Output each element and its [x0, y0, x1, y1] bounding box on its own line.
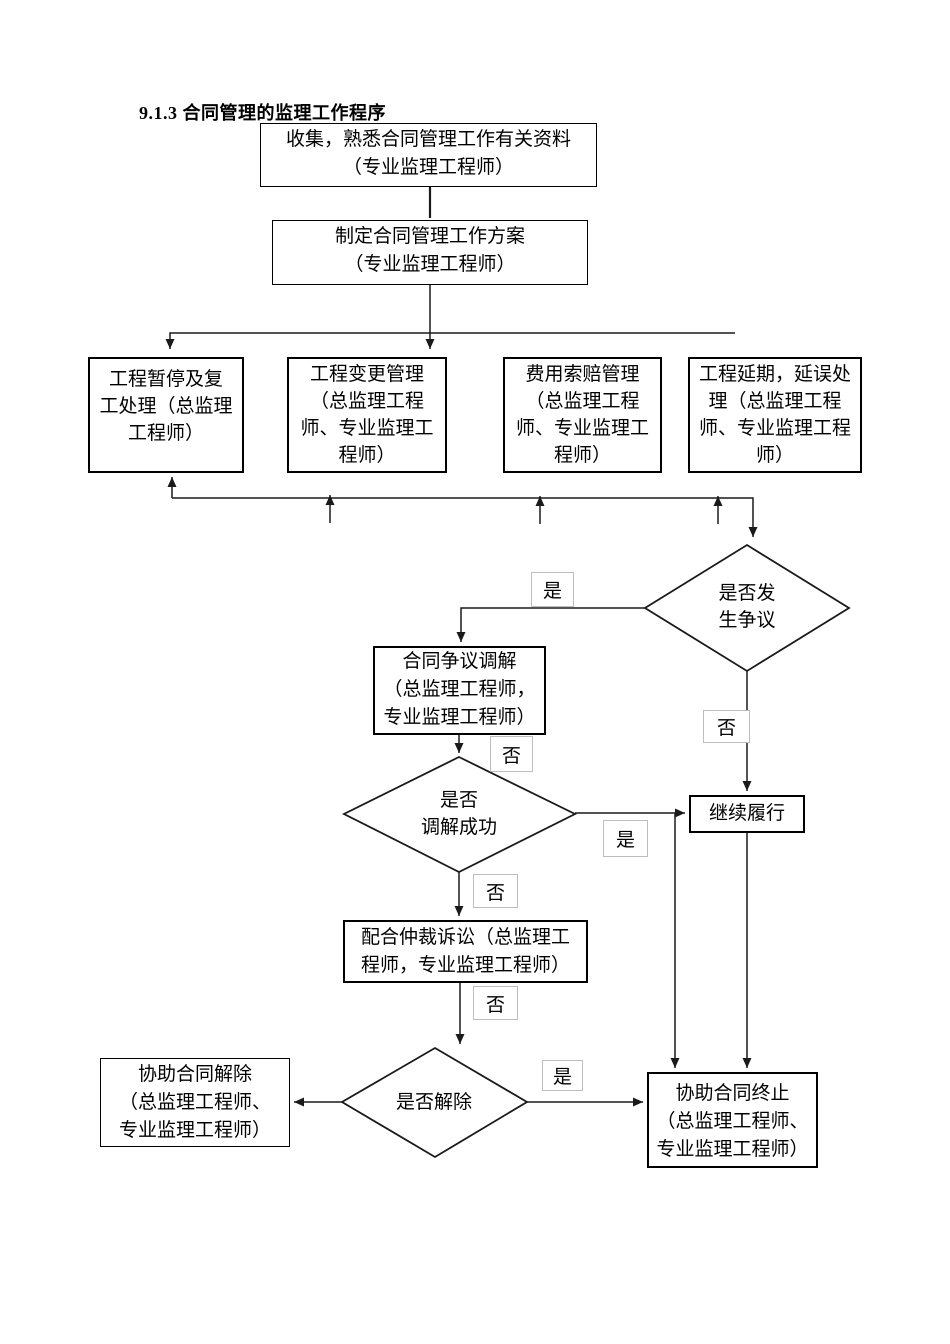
branch-dispute-yes	[456, 607, 645, 642]
page-title: 9.1.3 合同管理的监理工作程序	[139, 103, 386, 123]
process-box-delay-mgmt: 工程延期，延误处 理（总监理工程 师、专业监理工程 师）	[688, 357, 862, 473]
decision-mediation-text: 是否 调解成功	[420, 790, 497, 838]
branch-label-dispute-yes: 是	[531, 572, 574, 607]
process-box-continue: 继续履行	[689, 795, 805, 833]
process-box-suspend-resume: 工程暂停及复 工处理（总监理 工程师）	[88, 357, 244, 473]
branch-label-mediation-fail-no: 否	[473, 874, 518, 908]
branch-label-mediation-yes: 是	[603, 820, 648, 857]
process-box-change-mgmt: 工程变更管理 （总监理工程 师、专业监理工 程师）	[287, 357, 447, 473]
process-box-mediation: 合同争议调解 （总监理工程师， 专业监理工程师）	[373, 646, 546, 735]
branch-label-arbitration-no: 否	[473, 986, 518, 1020]
process-box-assist-terminate: 协助合同终止 （总监理工程师、 专业监理工程师）	[647, 1072, 818, 1168]
return-line	[172, 497, 758, 537]
process-box-assist-rescind: 协助合同解除 （总监理工程师、 专业监理工程师）	[100, 1058, 290, 1147]
decision-rescind-text: 是否解除	[395, 1092, 472, 1113]
decision-dispute-text: 是否发 生争议	[718, 583, 776, 631]
decision-rescind-diamond	[340, 1046, 529, 1159]
process-box-plan: 制定合同管理工作方案 （专业监理工程师）	[272, 220, 588, 285]
branch-label-mediation-in-no: 否	[490, 736, 533, 772]
process-box-claim-mgmt: 费用索赔管理 （总监理工程 师、专业监理工 程师）	[503, 357, 662, 473]
branch-label-dispute-no: 否	[703, 710, 750, 743]
process-box-arbitration: 配合仲裁诉讼（总监理工 程师，专业监理工程师）	[343, 920, 588, 983]
process-box-collect: 收集，熟悉合同管理工作有关资料 （专业监理工程师）	[260, 123, 597, 187]
distribution-line	[165, 332, 735, 349]
branch-label-rescind-yes: 是	[542, 1060, 583, 1091]
